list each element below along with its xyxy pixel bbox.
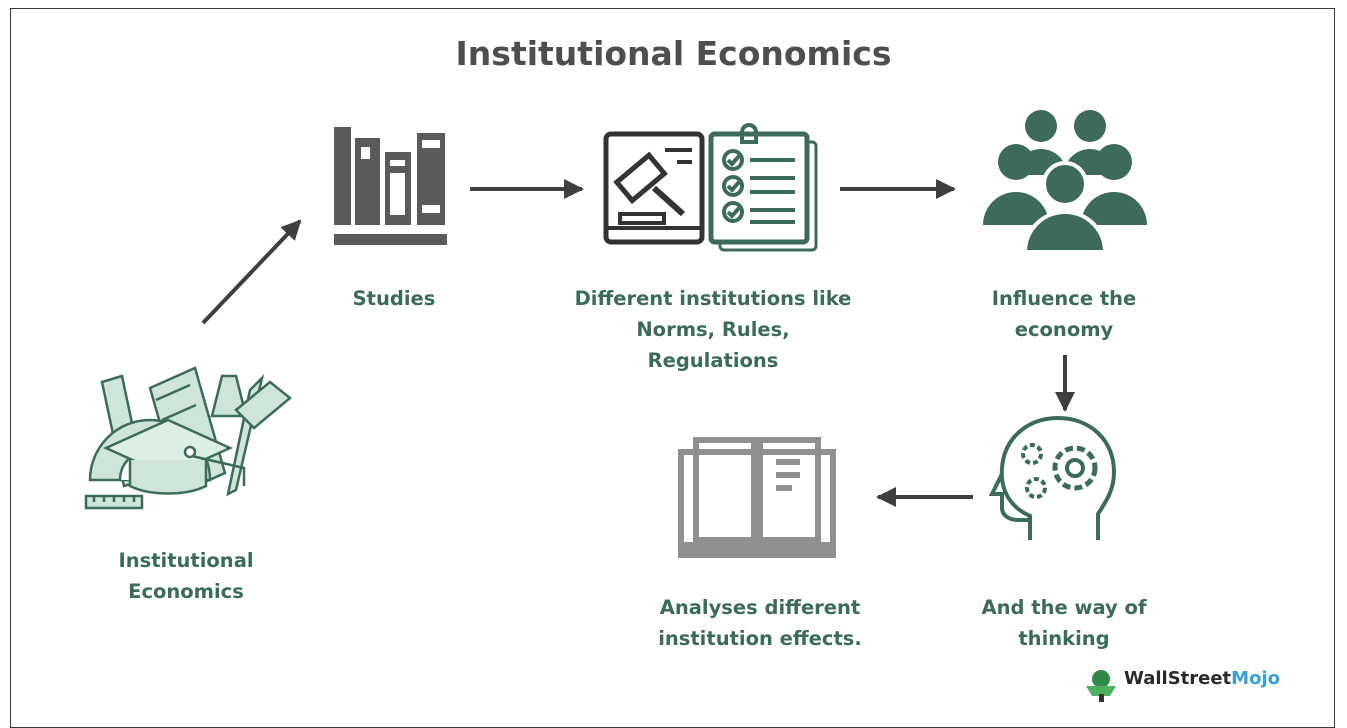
- label-institutional-economics: Institutional Economics: [118, 549, 254, 603]
- label-influence-economy: Influence the economy: [991, 287, 1137, 341]
- label-studies: Studies: [352, 287, 436, 310]
- people-group-icon: [983, 110, 1147, 254]
- education-supplies-icon: [84, 366, 292, 510]
- label-way-of-thinking: And the way of thinking: [981, 596, 1147, 650]
- diagram-title: Institutional Economics: [455, 34, 892, 73]
- label-analyses-effects: Analyses different institution effects.: [658, 596, 862, 650]
- books-icon: [334, 127, 447, 245]
- diagram-canvas: [84, 110, 1147, 702]
- head-gears-icon: [988, 415, 1117, 540]
- label-different-institutions: Different institutions like Norms, Rules…: [574, 287, 852, 372]
- open-book-icon: [678, 437, 836, 558]
- brand-name: WallStreetMojo: [1124, 668, 1280, 689]
- wallstreetmojo-mascot-icon: [1086, 670, 1116, 702]
- wallstreetmojo-logo: WallStreetMojo: [1086, 668, 1280, 689]
- brand-name-accent: Mojo: [1231, 668, 1280, 689]
- law-checklist-icon: [603, 123, 818, 252]
- arrow-start-to-studies: [201, 219, 302, 325]
- brand-name-dark: WallStreet: [1124, 668, 1232, 689]
